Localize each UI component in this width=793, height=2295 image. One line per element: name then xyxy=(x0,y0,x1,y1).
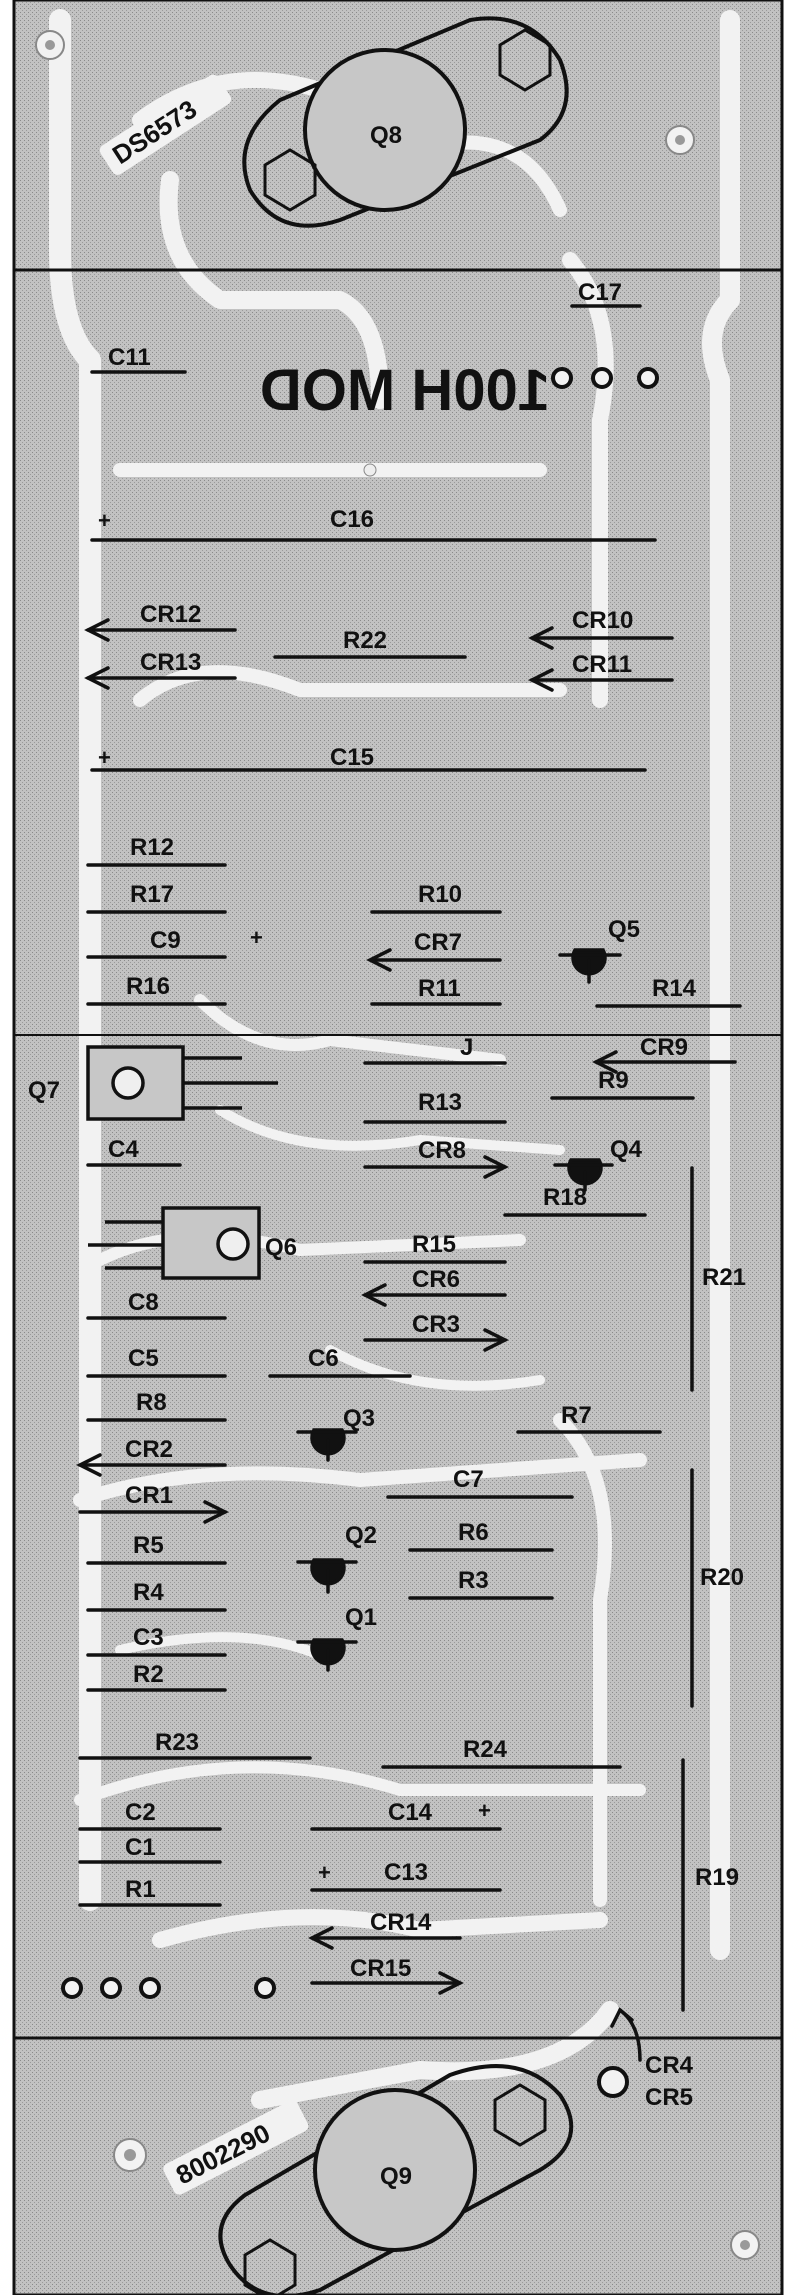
label-cr3: CR3 xyxy=(412,1311,460,1338)
label-r14: R14 xyxy=(652,975,697,1002)
mounting-holes xyxy=(35,30,760,2260)
label-r1: R1 xyxy=(125,1876,156,1903)
label-q7: Q7 xyxy=(28,1077,60,1104)
polarity-marks: + + + + + xyxy=(98,508,491,1885)
q7-package xyxy=(86,1045,278,1121)
label-cr6: CR6 xyxy=(412,1266,460,1293)
label-c13: C13 xyxy=(384,1859,428,1886)
label-q9: Q9 xyxy=(380,2163,412,2190)
label-q8: Q8 xyxy=(370,122,402,149)
label-r20: R20 xyxy=(700,1564,744,1591)
label-r23: R23 xyxy=(155,1729,199,1756)
label-c6: C6 xyxy=(308,1345,339,1372)
label-q1: Q1 xyxy=(345,1604,377,1631)
label-c15: C15 xyxy=(330,744,374,771)
label-cr1: CR1 xyxy=(125,1482,173,1509)
label-r4: R4 xyxy=(133,1579,164,1606)
label-c17: C17 xyxy=(578,279,622,306)
label-c2: C2 xyxy=(125,1799,156,1826)
label-r22: R22 xyxy=(343,627,387,654)
q8-to3-package xyxy=(242,16,569,228)
q6-package xyxy=(88,1206,261,1280)
label-q5: Q5 xyxy=(608,916,640,943)
label-r5: R5 xyxy=(133,1532,164,1559)
label-cr5: CR5 xyxy=(645,2084,693,2111)
label-r2: R2 xyxy=(133,1661,164,1688)
label-r6: R6 xyxy=(458,1519,489,1546)
label-c9: C9 xyxy=(150,927,181,954)
label-c11: C11 xyxy=(108,344,151,371)
designator-labels: Q8 C17 C11 C16 CR12 CR13 R22 CR10 CR11 C… xyxy=(28,122,746,2190)
label-r11: R11 xyxy=(418,975,461,1002)
label-cr12: CR12 xyxy=(140,601,201,628)
label-cr13: CR13 xyxy=(140,649,201,676)
mirrored-text: 100H MOD xyxy=(260,358,550,423)
label-cr10: CR10 xyxy=(572,607,633,634)
label-c7: C7 xyxy=(453,1466,484,1493)
c14-plus: + xyxy=(478,1798,491,1823)
label-c8: C8 xyxy=(128,1289,159,1316)
solder-pads xyxy=(61,367,659,2098)
label-q2: Q2 xyxy=(345,1522,377,1549)
label-r10: R10 xyxy=(418,881,462,908)
c16-plus: + xyxy=(98,508,111,533)
label-r16: R16 xyxy=(126,973,170,1000)
label-cr14: CR14 xyxy=(370,1909,432,1936)
label-cr7: CR7 xyxy=(414,929,462,956)
label-r18: R18 xyxy=(543,1184,587,1211)
label-r9: R9 xyxy=(598,1067,629,1094)
label-c16: C16 xyxy=(330,506,374,533)
label-q6: Q6 xyxy=(265,1234,297,1261)
label-cr8: CR8 xyxy=(418,1137,466,1164)
label-q4: Q4 xyxy=(610,1136,643,1163)
label-cr9: CR9 xyxy=(640,1034,688,1061)
label-r8: R8 xyxy=(136,1389,167,1416)
component-marks xyxy=(76,304,742,2062)
c9-plus: + xyxy=(250,925,263,950)
label-cr15: CR15 xyxy=(350,1955,411,1982)
q9-to3-package xyxy=(218,2064,574,2295)
label-r3: R3 xyxy=(458,1567,489,1594)
label-cr11: CR11 xyxy=(572,651,632,678)
label-q3: Q3 xyxy=(343,1405,375,1432)
board-outline xyxy=(12,0,784,2295)
label-cr2: CR2 xyxy=(125,1436,173,1463)
label-r17: R17 xyxy=(130,881,174,908)
c15-plus: + xyxy=(98,745,111,770)
label-r24: R24 xyxy=(463,1736,508,1763)
label-c4: C4 xyxy=(108,1136,139,1163)
mirrored-board-text: 100H MOD xyxy=(260,358,550,423)
label-r19: R19 xyxy=(695,1864,739,1891)
label-r21: R21 xyxy=(702,1264,746,1291)
label-r15: R15 xyxy=(412,1231,456,1258)
label-c14: C14 xyxy=(388,1799,433,1826)
label-c1: C1 xyxy=(125,1834,156,1861)
label-cr4: CR4 xyxy=(645,2052,694,2079)
label-r13: R13 xyxy=(418,1089,462,1116)
label-c3: C3 xyxy=(133,1624,164,1651)
c13-plus: + xyxy=(318,1860,331,1885)
label-c5: C5 xyxy=(128,1345,159,1372)
label-r7: R7 xyxy=(561,1402,592,1429)
label-r12: R12 xyxy=(130,834,174,861)
label-j: J xyxy=(460,1034,473,1061)
